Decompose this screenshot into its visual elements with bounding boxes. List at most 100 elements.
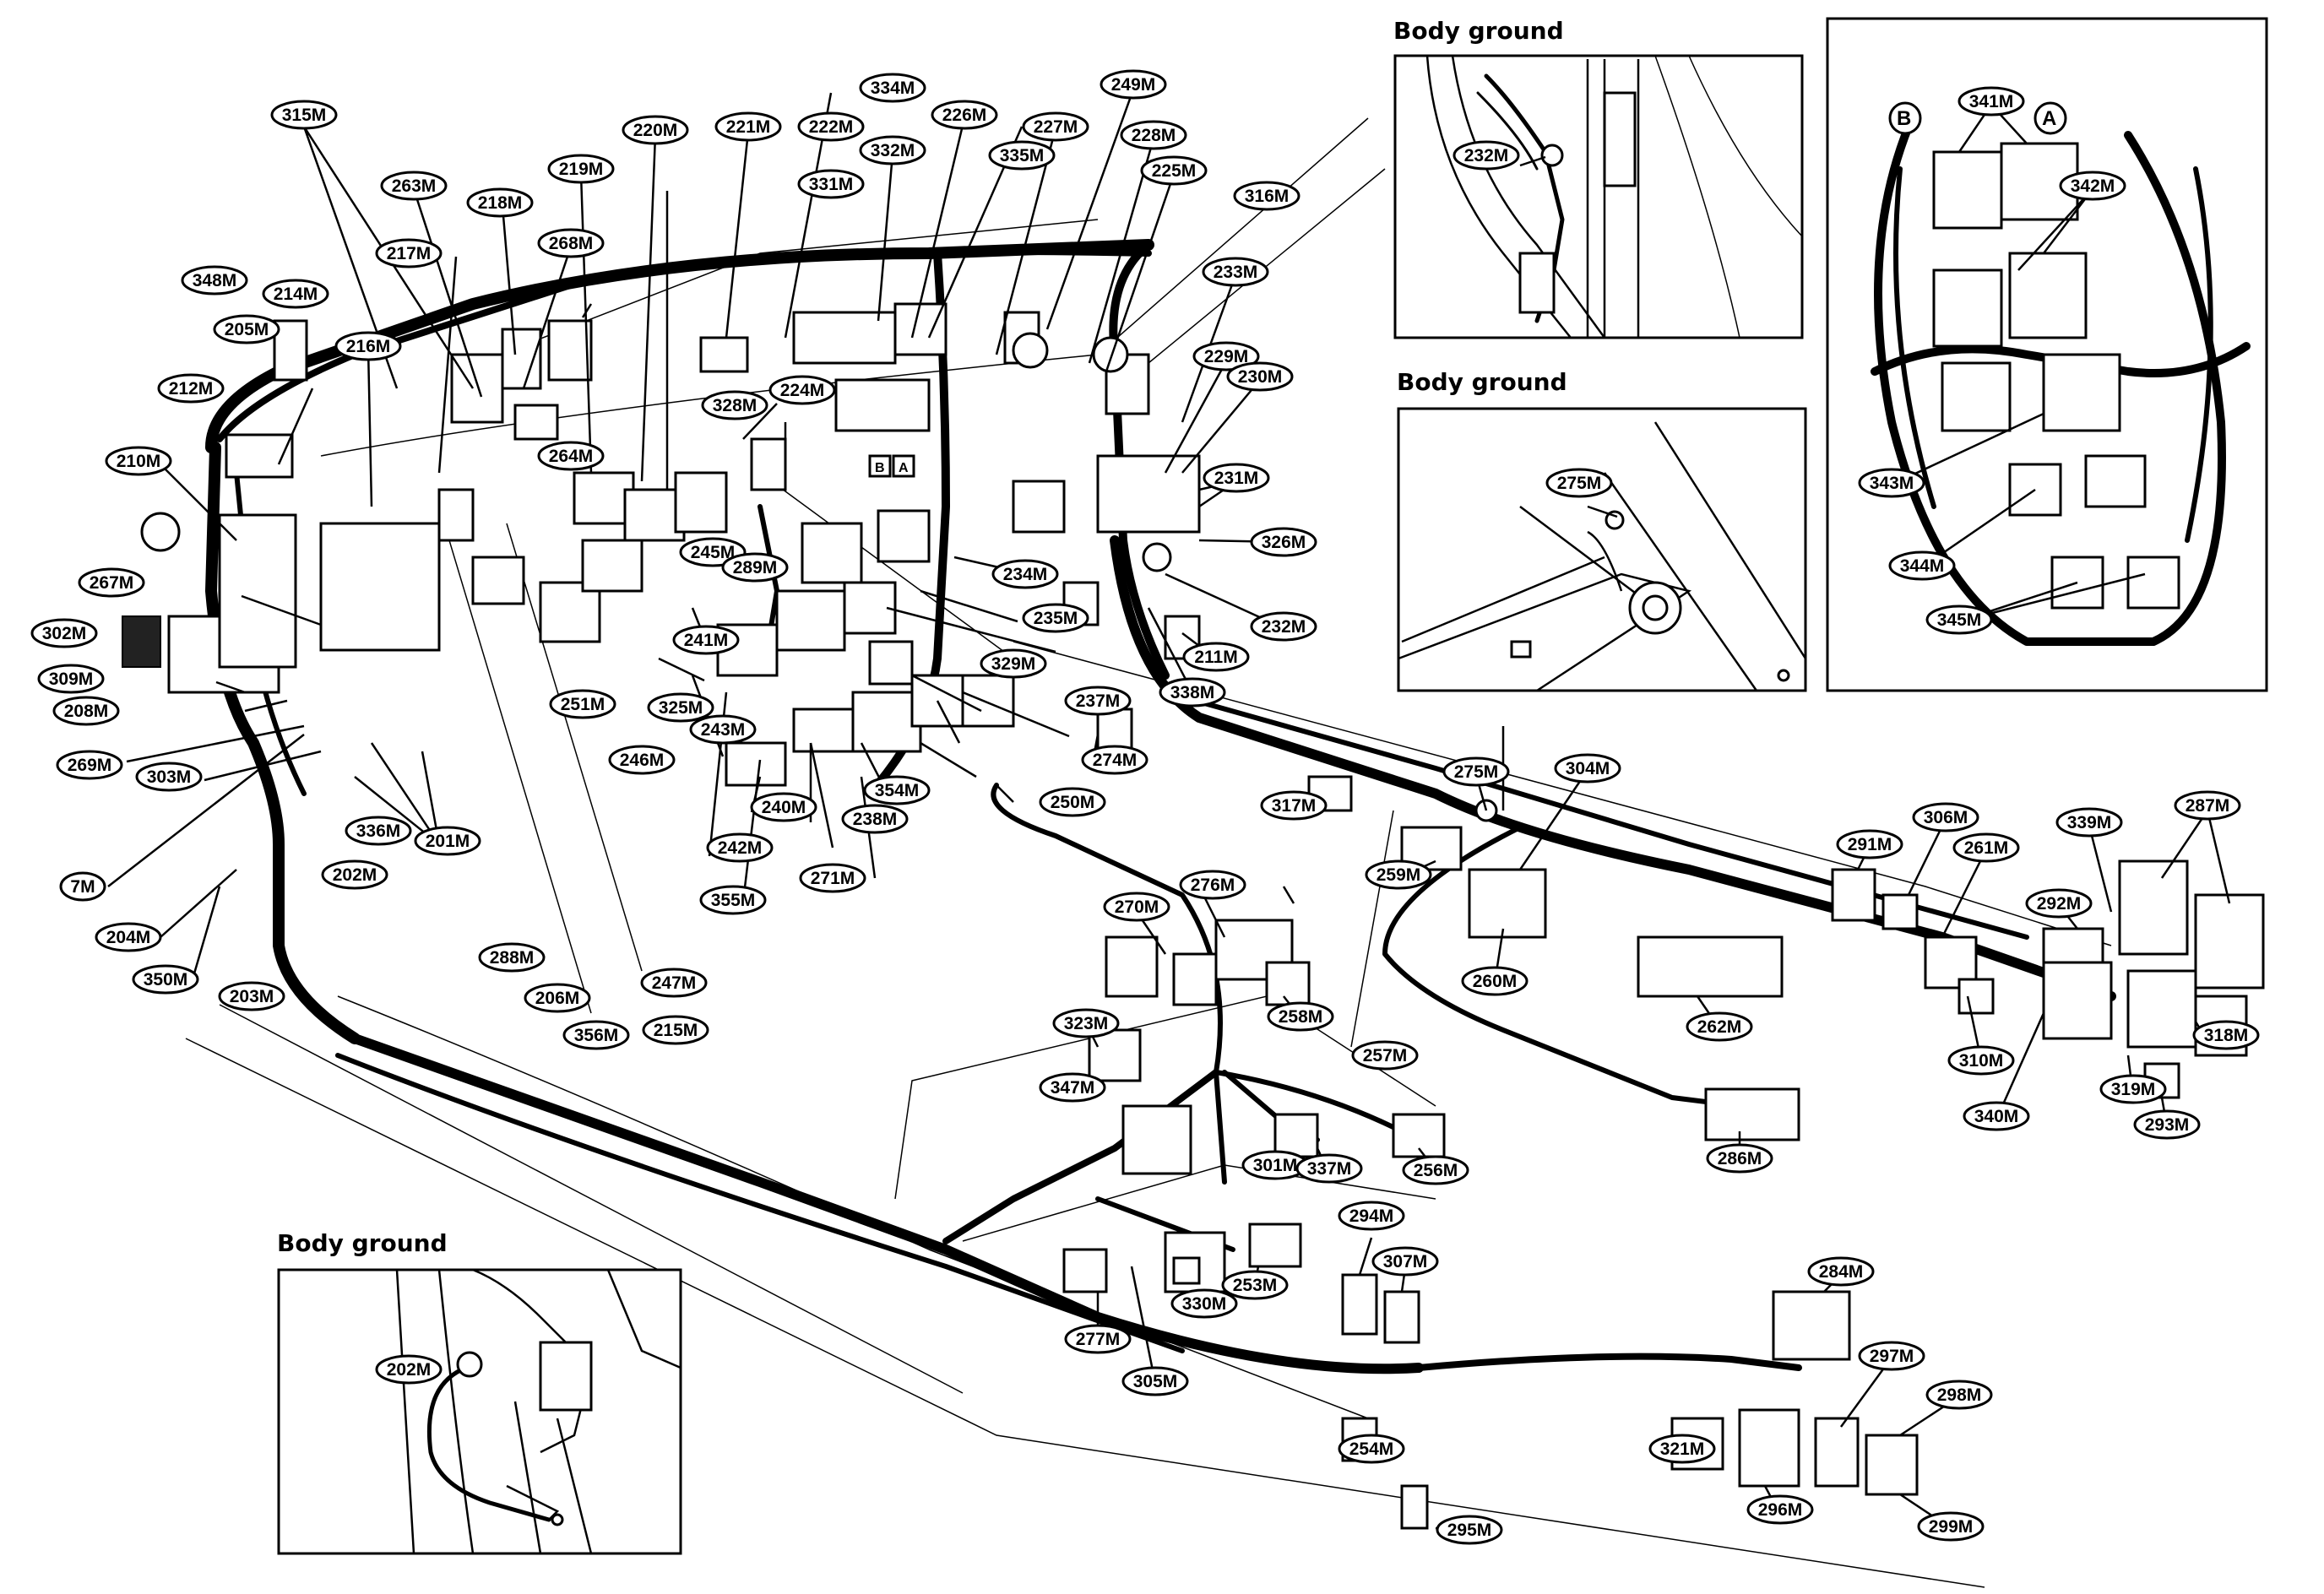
callout-label: 228M	[1132, 126, 1176, 145]
inset-title-body-ground-2: Body ground	[1397, 368, 1567, 396]
callout-ellipse	[1052, 1008, 1120, 1038]
callout-329m: 329M	[980, 648, 1047, 679]
callout-242m: 242M	[706, 832, 774, 863]
inset-body-ground-202m	[277, 1268, 682, 1555]
callout-ellipse	[859, 135, 926, 165]
callout-343m: 343M	[1858, 468, 1925, 498]
callout-label: 287M	[2186, 796, 2230, 816]
callout-ellipse	[1179, 870, 1246, 900]
callout-ellipse	[1963, 1101, 2030, 1131]
callout-306m: 306M	[1912, 802, 1979, 832]
callout-323m: 323M	[1052, 1008, 1120, 1038]
callout-332m: 332M	[859, 135, 926, 165]
callout-label: 250M	[1051, 793, 1095, 812]
callout-ellipse	[270, 100, 338, 130]
callout-label: 215M	[654, 1021, 698, 1040]
callout-label: 220M	[633, 121, 678, 140]
callout-256m: 256M	[1402, 1155, 1469, 1185]
callout-label: 234M	[1003, 565, 1048, 584]
callout-238m: 238M	[841, 804, 909, 834]
callout-label: 309M	[49, 670, 94, 689]
callout-ellipse	[1081, 745, 1148, 775]
callout-309m: 309M	[37, 664, 105, 694]
callout-287m: 287M	[2174, 790, 2241, 821]
callout-label: 284M	[1819, 1262, 1864, 1282]
callout-label: 356M	[574, 1026, 619, 1045]
callout-label: 354M	[875, 781, 920, 800]
callout-label: 297M	[1870, 1347, 1914, 1366]
callout-259m: 259M	[1365, 859, 1432, 890]
callout-296m: 296M	[1746, 1494, 1814, 1525]
callout-218m: 218M	[466, 187, 534, 218]
callout-label: 264M	[549, 447, 594, 466]
callout-ellipse	[2174, 790, 2241, 821]
callout-302m: 302M	[30, 618, 98, 648]
callout-label: 232M	[1262, 617, 1306, 637]
callout-ellipse	[1203, 463, 1270, 493]
callout-216m: 216M	[334, 331, 402, 361]
callout-ellipse	[1925, 605, 1993, 635]
callout-336m: 336M	[345, 816, 412, 846]
callout-206m: 206M	[524, 983, 591, 1013]
callout-240m: 240M	[750, 792, 817, 822]
callout-348m: 348M	[181, 265, 248, 295]
callout-label: 302M	[42, 624, 87, 643]
marker-a: A	[899, 461, 909, 475]
callout-label: 235M	[1034, 609, 1078, 628]
callout-label: 326M	[1262, 533, 1306, 552]
callout-291m: 291M	[1836, 829, 1903, 859]
callout-label: 203M	[230, 987, 274, 1006]
callout-277m: 277M	[1064, 1324, 1132, 1354]
callout-label: 341M	[1969, 92, 2014, 111]
callout-ellipse	[262, 279, 329, 309]
callout-label: 217M	[387, 244, 432, 263]
callout-ellipse	[78, 567, 145, 598]
callout-241m: 241M	[672, 625, 740, 655]
callout-ellipse	[1436, 1515, 1503, 1545]
callout-label: 337M	[1307, 1159, 1352, 1179]
callout-label: 242M	[718, 838, 763, 858]
callout-ellipse	[706, 832, 774, 863]
callout-257m: 257M	[1351, 1040, 1419, 1071]
callout-293m: 293M	[2133, 1109, 2201, 1140]
callout-ellipse	[701, 390, 768, 420]
callout-ellipse	[334, 331, 402, 361]
callout-label: 298M	[1937, 1385, 1982, 1405]
callout-ellipse	[213, 314, 280, 344]
callout-ellipse	[1365, 859, 1432, 890]
callout-label: 286M	[1718, 1149, 1762, 1168]
callout-ellipse	[380, 171, 448, 201]
inset-callout-label: 232M	[1464, 146, 1509, 165]
callout-305m: 305M	[1121, 1366, 1189, 1396]
callout-label: 338M	[1170, 683, 1215, 702]
callout-label: 261M	[1964, 838, 2009, 858]
callout-label: 262M	[1697, 1017, 1742, 1037]
callout-315m: 315M	[270, 100, 338, 130]
callout-ellipse	[56, 750, 123, 780]
callout-label: 211M	[1194, 648, 1237, 667]
callout-ellipse	[549, 689, 616, 719]
callout-215m: 215M	[642, 1015, 709, 1045]
callout-235m: 235M	[1022, 603, 1089, 633]
callout-ellipse	[991, 559, 1059, 589]
inset-callout-202m: 202M	[375, 1354, 443, 1385]
connectors	[122, 302, 2265, 1530]
detail-marker-b: B	[1897, 107, 1911, 130]
detail-marker-a: A	[2042, 107, 2056, 130]
callout-344m: 344M	[1888, 550, 1956, 581]
callout-label: 316M	[1245, 187, 1290, 206]
callout-label: 210M	[117, 452, 161, 471]
callout-label: 243M	[701, 720, 746, 740]
callout-label: 274M	[1093, 751, 1138, 770]
callout-310m: 310M	[1947, 1045, 2015, 1076]
callout-ellipse	[721, 552, 789, 583]
callout-label: 335M	[1000, 146, 1045, 165]
callout-ellipse	[1267, 1001, 1334, 1032]
callout-338m: 338M	[1159, 677, 1226, 708]
callout-ellipse	[524, 983, 591, 1013]
callout-label: 208M	[64, 702, 109, 721]
callout-label: 238M	[853, 810, 898, 829]
callout-label: 329M	[991, 654, 1036, 674]
callout-ellipse	[414, 826, 481, 856]
callout-ellipse	[37, 664, 105, 694]
